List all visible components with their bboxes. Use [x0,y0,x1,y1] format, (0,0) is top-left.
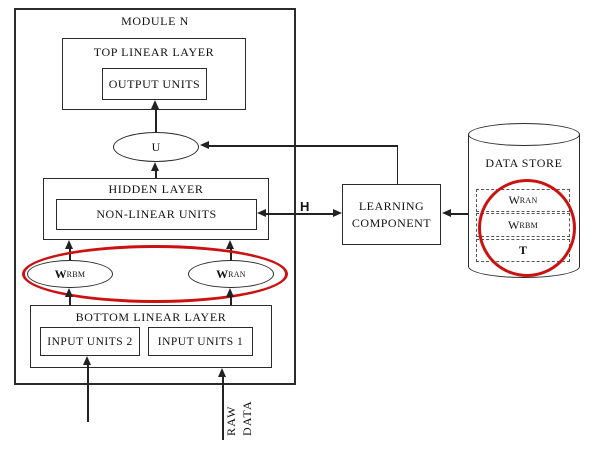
wran-label: W [216,266,229,281]
nonlinear-units-label: NON-LINEAR UNITS [96,207,217,221]
arrow-wran-to-hidden-head [226,240,234,249]
arrow-u-to-output-head [151,100,159,109]
bottom-linear-layer-title: BOTTOM LINEAR LAYER [75,310,227,324]
u-node-label: U [151,139,161,154]
arrow-wrbm-to-hidden-head [65,240,73,249]
raw-data-arrow-line [222,375,224,440]
arrow-bottom-to-wran-head [226,288,234,297]
top-linear-layer-title: TOP LINEAR LAYER [93,45,215,59]
arrow-hidden-to-u-head [151,162,159,171]
learning-component-box: LEARNING COMPONENT [342,184,441,245]
h-connector-line [265,213,335,215]
data-store-title: DATA STORE [485,156,563,170]
h-label: H [300,199,310,214]
learning-component-line1: LEARNING [358,198,425,213]
store-to-learning-head [442,209,451,217]
learning-component-line2: COMPONENT [351,215,432,230]
arrow-u-to-output-line [155,107,157,133]
u-node: U [113,132,199,162]
wran-subscript: RAN [228,269,246,279]
arrow-bottom-to-wrbm-head [65,288,73,297]
input-2-arrow-head [83,356,91,365]
store-highlight-circle [478,179,576,277]
input-units-1-box: INPUT UNITS 1 [148,327,253,356]
h-connector-right-head [333,209,342,217]
input-units-2-label: INPUT UNITS 2 [47,335,133,348]
raw-data-label: RAW DATA [224,400,254,436]
weights-highlight-ellipse [22,245,288,303]
wrbm-label: W [54,266,67,281]
input-2-arrow-line [87,363,89,422]
output-units-box: OUTPUT UNITS [102,68,207,100]
input-units-2-box: INPUT UNITS 2 [40,327,140,356]
learning-to-u-vline [396,145,398,184]
hidden-layer-title: HIDDEN LAYER [108,182,204,196]
output-units-label: OUTPUT UNITS [108,76,201,91]
h-connector-left-head [257,209,266,217]
arrow-bottom-to-wran-line [230,294,232,306]
arrow-hidden-to-u-line [155,168,157,179]
learning-to-u-hline [208,145,398,147]
module-title: MODULE N [121,14,189,28]
input-units-1-label: INPUT UNITS 1 [157,335,244,348]
data-store-cylinder-top [468,123,580,146]
nonlinear-units-box: NON-LINEAR UNITS [56,199,257,230]
wrbm-subscript: RBM [66,269,86,279]
arrow-bottom-to-wrbm-line [69,294,71,306]
store-to-learning-line [450,213,469,215]
learning-to-u-head [200,141,209,149]
raw-data-arrow-head [218,368,226,377]
